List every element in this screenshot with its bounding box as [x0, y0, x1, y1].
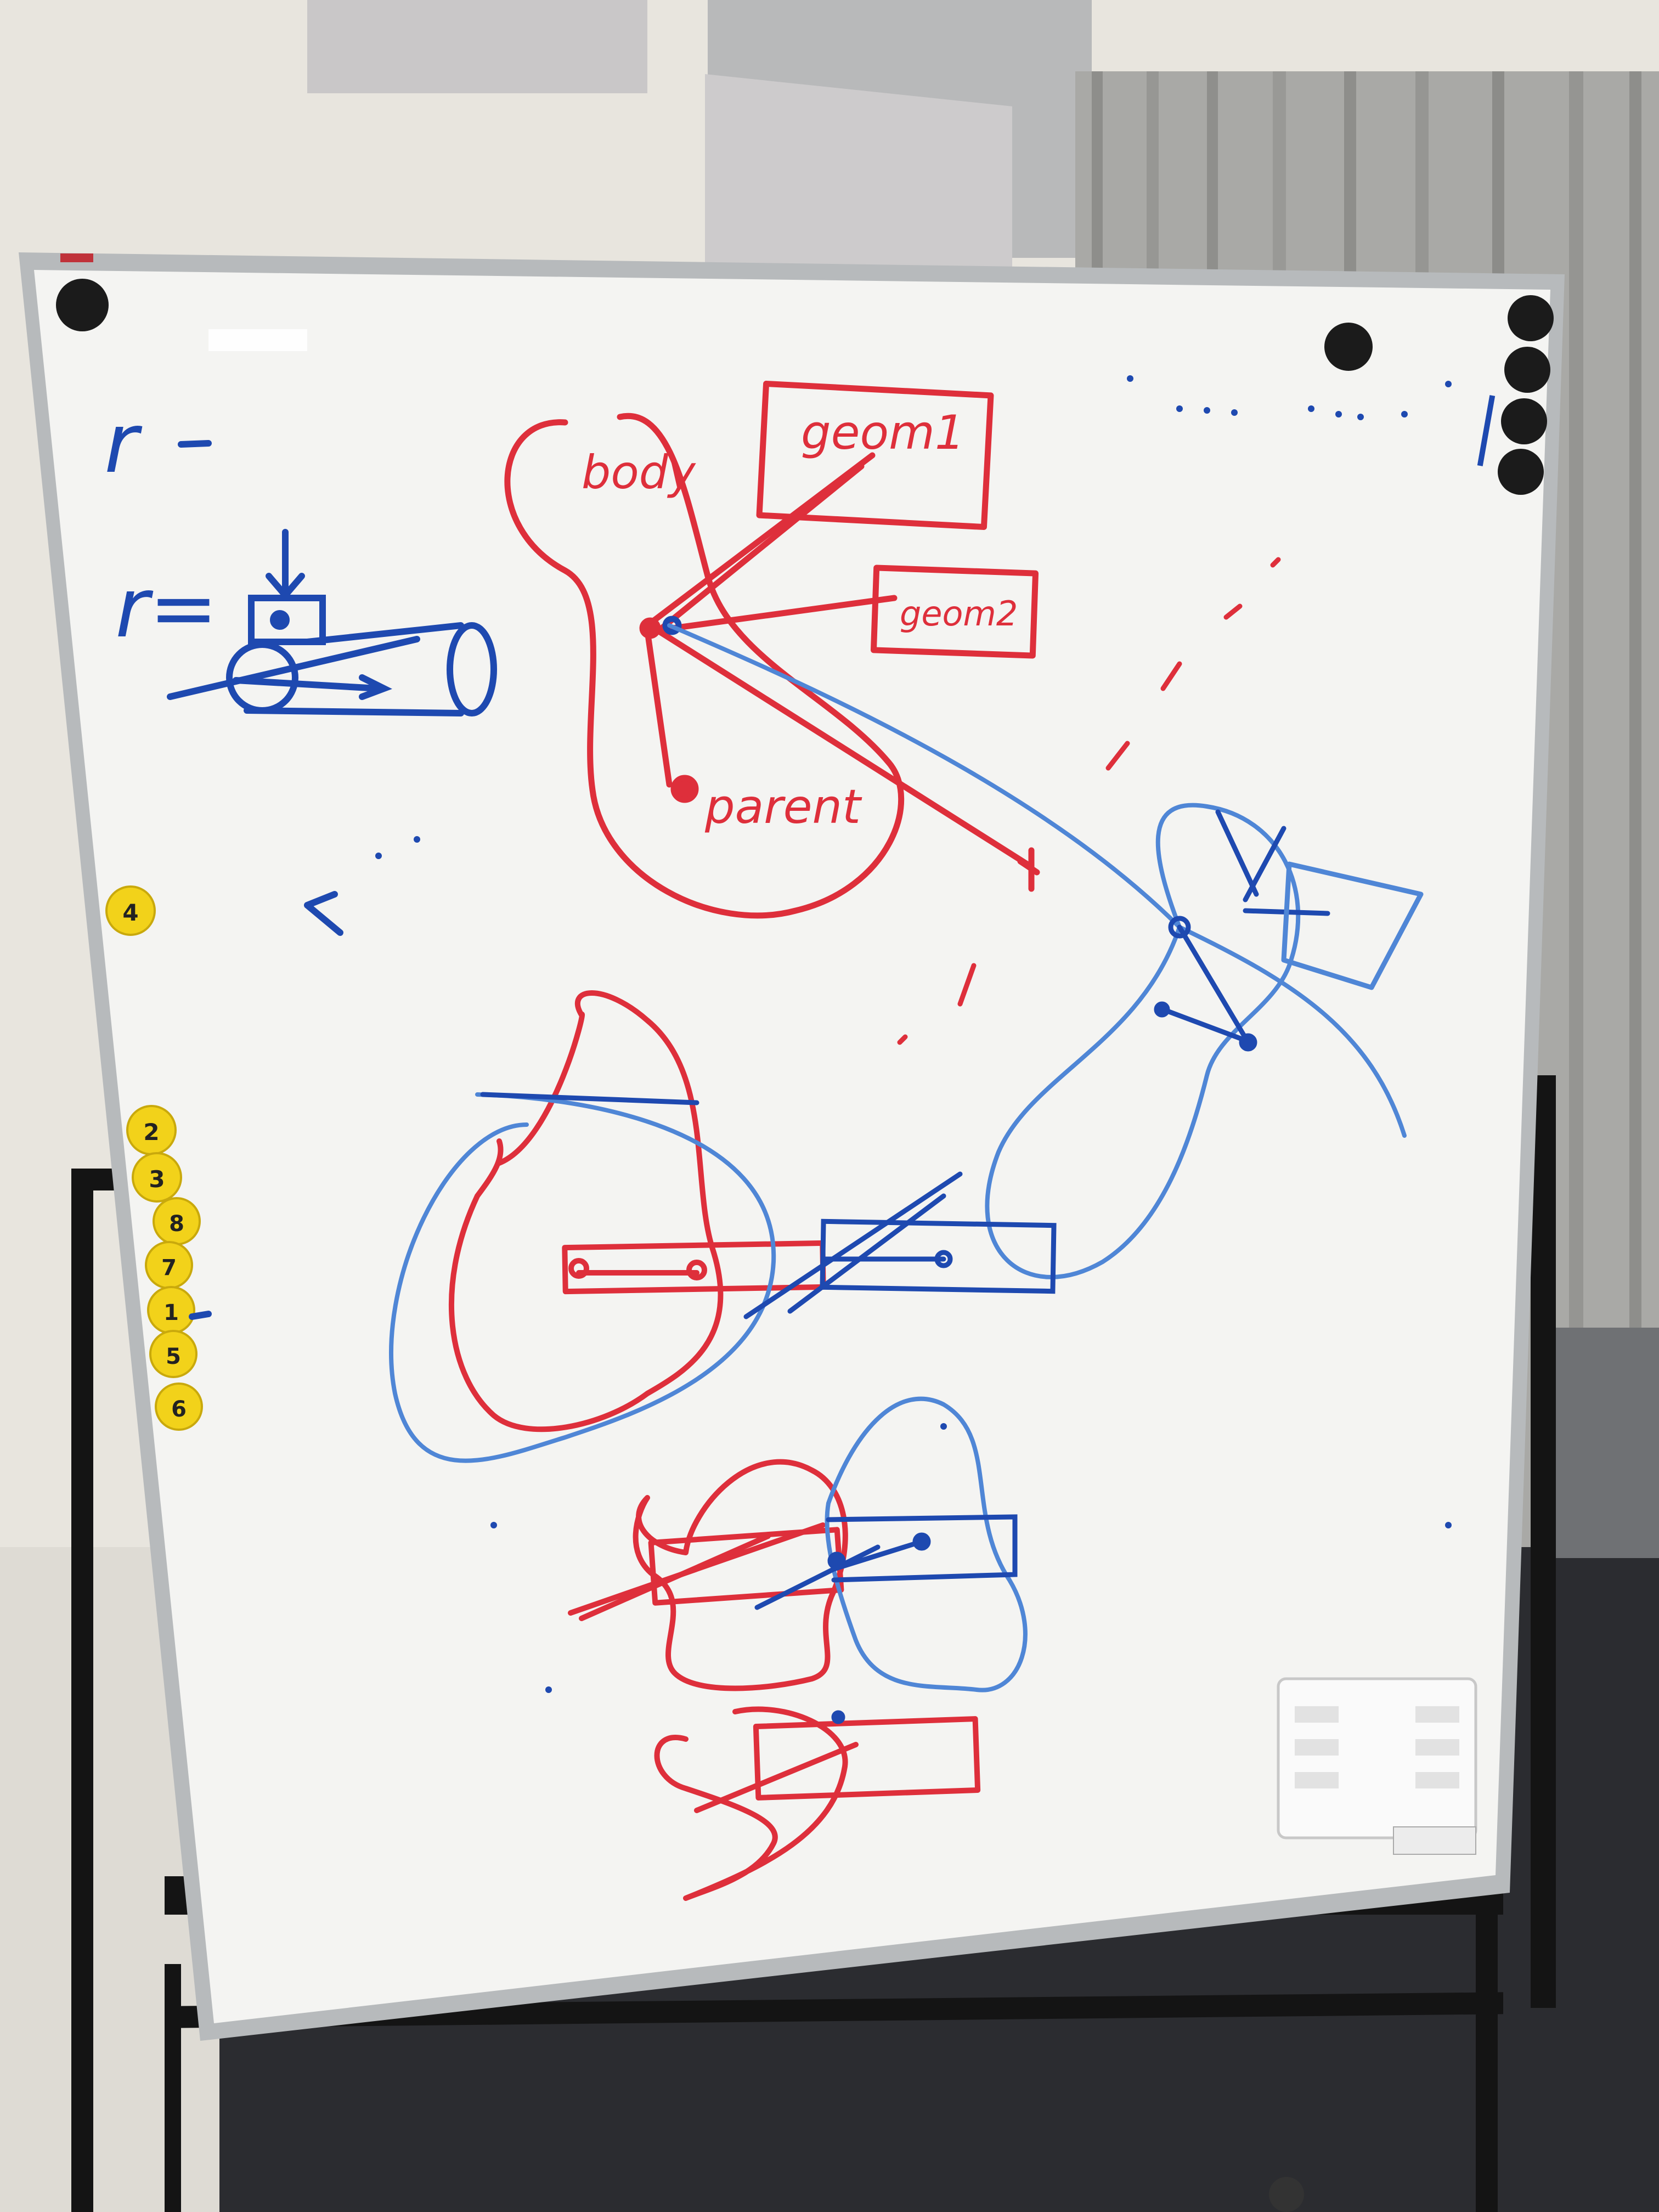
red-body-diagram [504, 380, 1040, 919]
magnet-number: 7 [161, 1255, 177, 1280]
geom1-label: geom1 [801, 405, 965, 460]
magnet-icon[interactable] [1508, 295, 1554, 341]
magnet-icon[interactable] [1324, 323, 1373, 371]
acoustic-panel [307, 0, 647, 93]
marker-specks [375, 375, 1496, 1693]
lower-blue-diagram [825, 1396, 1028, 1692]
yellow-magnet[interactable]: 1 [147, 1286, 195, 1334]
r-equals-label: r= [115, 561, 218, 656]
magnet-number: 6 [171, 1397, 187, 1422]
magnet-number: 8 [169, 1211, 184, 1237]
magnet-icon[interactable] [1504, 347, 1550, 393]
parent-label: parent [704, 780, 862, 834]
board-surface [34, 270, 1550, 2023]
magnet-number: 1 [163, 1300, 179, 1325]
magnet-number: 4 [122, 899, 138, 926]
magnet-number: 2 [143, 1119, 159, 1146]
middle-blue-diagram [389, 1092, 776, 1463]
yellow-magnet[interactable]: 5 [149, 1330, 198, 1378]
magnet-icon[interactable] [56, 279, 109, 331]
middle-blue-dark [480, 1092, 1057, 1319]
blue-right-diagram-dark [1154, 809, 1424, 1052]
blue-right-diagram [667, 623, 1407, 1279]
yellow-magnet[interactable]: 8 [153, 1197, 201, 1245]
radiator [1542, 1328, 1659, 1558]
yellow-magnets: 4 2 3 8 7 1 5 6 [105, 885, 203, 1431]
black-magnets [56, 279, 1554, 495]
frame-corner-label [60, 253, 93, 262]
eraser-tray-icon[interactable] [1277, 1677, 1477, 1855]
yellow-magnet[interactable]: 3 [132, 1152, 182, 1203]
magnet-number: 3 [149, 1166, 165, 1193]
yellow-magnet[interactable]: 6 [155, 1383, 203, 1431]
yellow-magnet[interactable]: 4 [105, 885, 156, 936]
red-dash-strokes [897, 557, 1281, 1045]
r-label: r [104, 396, 143, 492]
lower-blue-dark [754, 1514, 1018, 1724]
body-label: body [582, 445, 696, 499]
yellow-magnet[interactable]: 2 [126, 1105, 177, 1155]
board-glare [208, 329, 307, 351]
magnet-icon[interactable] [1498, 449, 1544, 495]
magnet-icon[interactable] [1501, 398, 1547, 444]
magnet-number: 5 [166, 1344, 181, 1369]
geom2-label: geom2 [900, 594, 1018, 634]
blue-top-left-sketch: r r= [104, 396, 497, 1320]
yellow-magnet[interactable]: 7 [145, 1241, 193, 1289]
